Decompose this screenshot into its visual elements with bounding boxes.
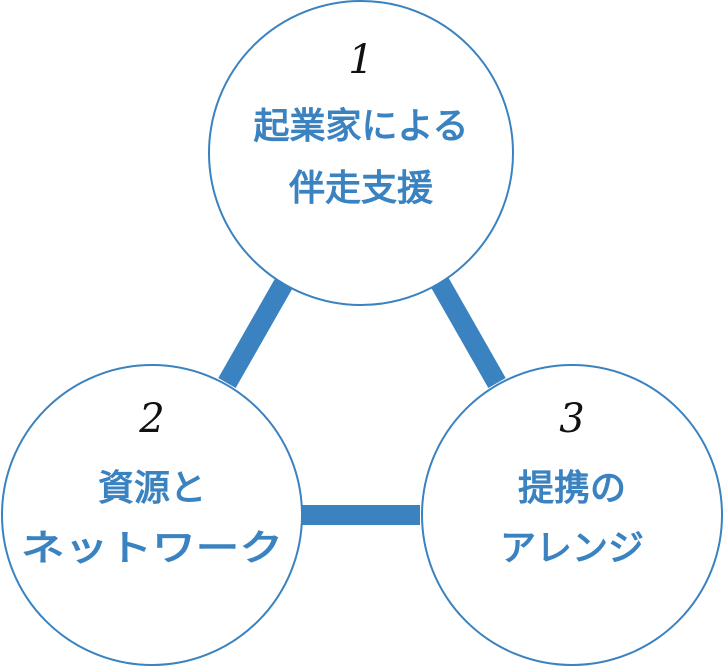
node-1-number: 1 (348, 37, 373, 83)
connector-1-3 (431, 278, 506, 388)
node-3: 3 提携の アレンジ (421, 364, 723, 666)
node-1: 1 起業家による 伴走支援 (208, 0, 514, 306)
node-3-circle (421, 364, 723, 666)
node-2-label-line2: ネットワーク (21, 528, 283, 569)
node-3-number: 3 (559, 396, 584, 442)
connector-1-2 (218, 278, 293, 388)
node-2-number: 2 (138, 396, 164, 442)
node-2-label-line1: 資源と (98, 468, 206, 509)
node-1-circle (208, 0, 514, 306)
node-1-label-line2: 伴走支援 (288, 168, 434, 209)
node-3-label-line1: 提携の (518, 468, 626, 509)
node-2-circle (1, 364, 303, 666)
node-1-label-line1: 起業家による (254, 106, 469, 147)
node-3-label-line2: アレンジ (500, 528, 644, 569)
node-2: 2 資源と ネットワーク (1, 364, 303, 666)
